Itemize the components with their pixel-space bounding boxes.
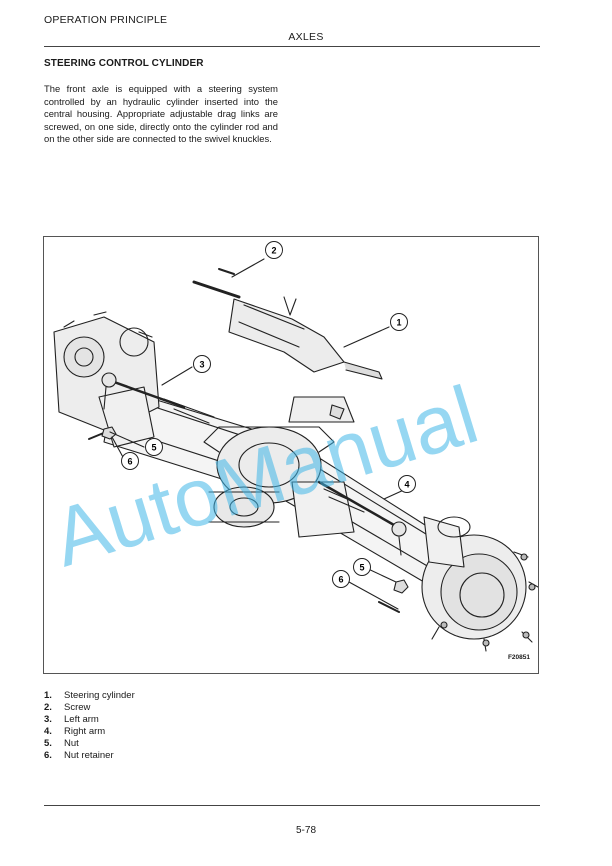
callout-5-right: 5	[353, 558, 371, 576]
callout-3: 3	[193, 355, 211, 373]
intro-paragraph: The front axle is equipped with a steeri…	[44, 83, 278, 144]
axle-illustration: 1 2 3 4 5 6 5	[44, 241, 538, 652]
footer-rule	[44, 805, 540, 806]
legend-num: 2.	[44, 702, 52, 713]
legend-label: Nut	[64, 738, 79, 749]
legend-item: 4. Right arm	[44, 726, 135, 738]
callout-4: 4	[398, 475, 416, 493]
callout-5-right-label: 5	[359, 563, 364, 573]
callout-6-left: 6	[121, 452, 139, 470]
figure-code: F20851	[507, 654, 530, 661]
legend-num: 5.	[44, 738, 52, 749]
legend-label: Screw	[64, 702, 91, 713]
legend-label: Steering cylinder	[64, 690, 135, 701]
callout-6-left-label: 6	[127, 457, 132, 467]
legend-num: 4.	[44, 726, 52, 737]
legend-num: 1.	[44, 690, 52, 701]
callout-5-left: 5	[145, 438, 163, 456]
legend-item: 3. Left arm	[44, 714, 135, 726]
callout-6-right: 6	[332, 570, 350, 588]
callout-1-label: 1	[396, 318, 401, 328]
header-section: OPERATION PRINCIPLE	[44, 14, 168, 26]
callout-2-label: 2	[271, 246, 276, 256]
page-number: 5-78	[295, 825, 316, 836]
section-title: STEERING CONTROL CYLINDER	[44, 58, 204, 69]
callout-6-right-label: 6	[338, 575, 343, 585]
legend-item: 2. Screw	[44, 702, 135, 714]
legend-item: 5. Nut	[44, 738, 135, 750]
legend-num: 6.	[44, 750, 52, 761]
callout-4-label: 4	[404, 480, 409, 490]
callout-5-left-label: 5	[151, 443, 156, 453]
legend-label: Left arm	[64, 714, 99, 725]
legend-label: Nut retainer	[64, 750, 114, 761]
legend-item: 1. Steering cylinder	[44, 690, 135, 702]
legend-label: Right arm	[64, 726, 106, 737]
callout-3-label: 3	[199, 360, 204, 370]
header-rule	[44, 46, 540, 47]
header-chapter: AXLES	[288, 31, 324, 43]
legend-list: 1. Steering cylinder 2. Screw 3. Left ar…	[44, 690, 135, 762]
legend-num: 3.	[44, 714, 52, 725]
callout-1: 1	[390, 313, 408, 331]
legend-item: 6. Nut retainer	[44, 750, 135, 762]
axle-figure: 1 2 3 4 5 6 5	[43, 236, 539, 674]
callout-2: 2	[265, 241, 283, 259]
